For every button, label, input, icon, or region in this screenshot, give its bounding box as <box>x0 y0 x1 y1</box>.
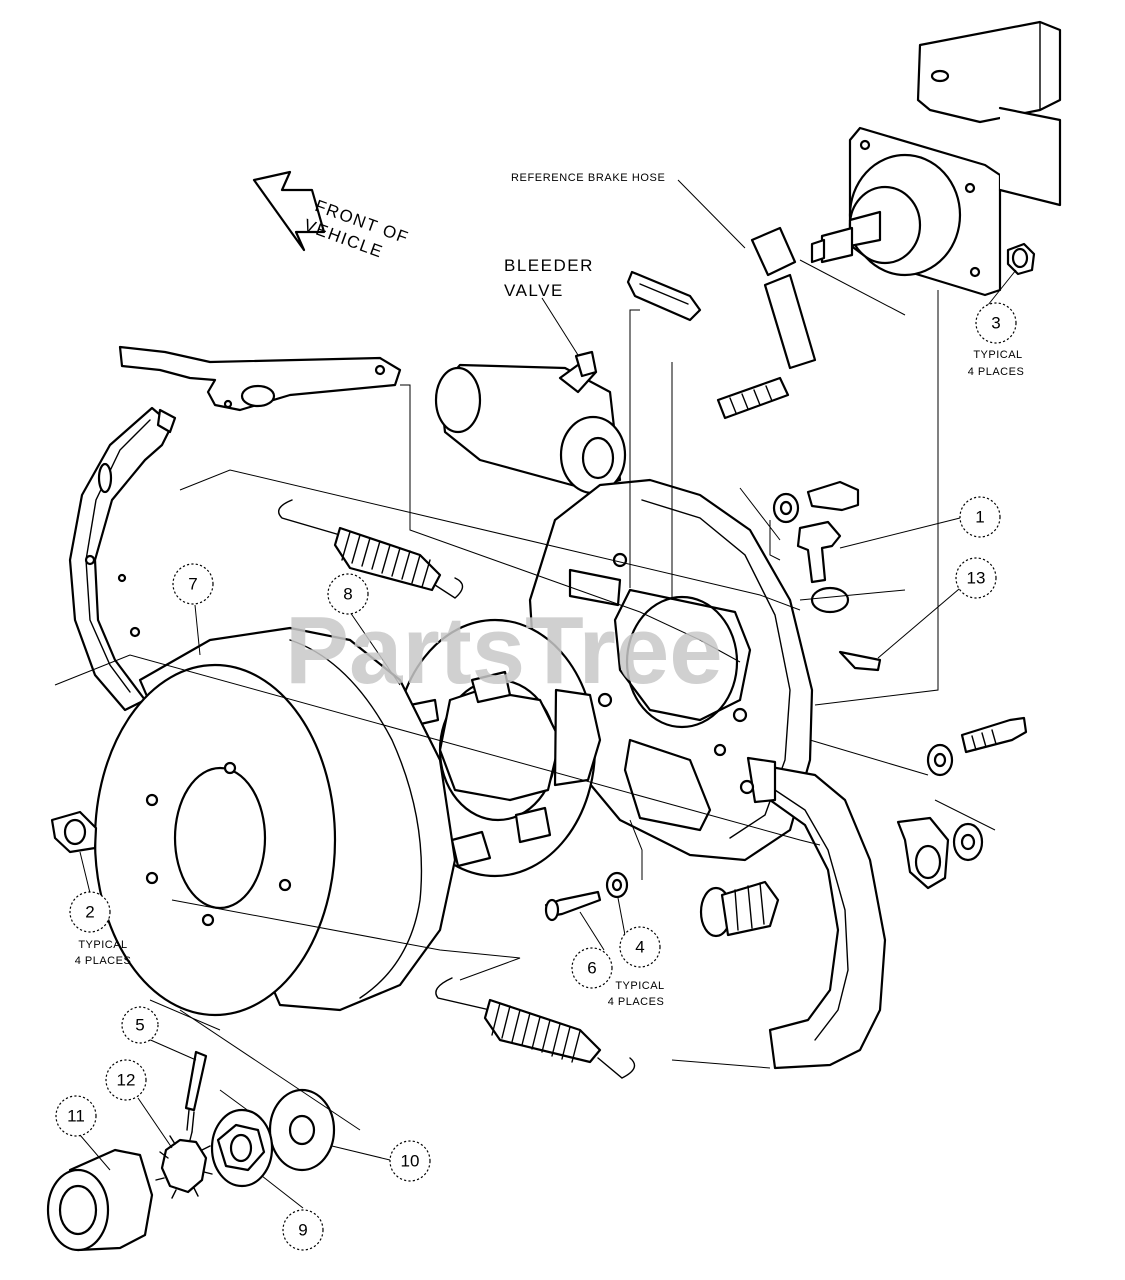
nut-retainer <box>155 1131 213 1199</box>
brake-hose <box>677 179 817 420</box>
callout-7: 7 <box>172 563 214 605</box>
svg-text:4 PLACES: 4 PLACES <box>968 366 1025 378</box>
washer-upper <box>772 492 800 524</box>
park-brake-lever <box>118 345 402 412</box>
front-of-vehicle-arrow <box>252 170 326 252</box>
svg-text:2: 2 <box>85 903 94 922</box>
svg-text:11: 11 <box>67 1107 85 1126</box>
bleeder-valve-label-line1: BLEEDER <box>504 256 594 275</box>
svg-text:5: 5 <box>135 1016 144 1035</box>
lower-spring <box>435 977 636 1079</box>
brake-shoe-right <box>739 756 887 1070</box>
callout-12: 12 <box>105 1059 147 1101</box>
dust-cap <box>46 1148 154 1252</box>
axle-nut <box>1006 242 1036 276</box>
brake-shoe-left <box>68 406 177 712</box>
washer-right <box>926 743 954 777</box>
watermark: PartsTree <box>285 597 723 704</box>
callout-11: 11 <box>55 1095 97 1137</box>
callout-4: 4 <box>619 926 661 968</box>
cup-washer <box>605 871 629 899</box>
reference-brake-hose-label: REFERENCE BRAKE HOSE <box>511 172 665 184</box>
svg-text:9: 9 <box>298 1221 307 1240</box>
shoe-clip <box>626 270 702 322</box>
cotter-pin <box>184 1050 208 1133</box>
svg-text:4: 4 <box>635 938 644 957</box>
bolt-upper <box>806 480 860 512</box>
callout-5: 5 <box>121 1006 159 1044</box>
backing-plate <box>528 478 814 862</box>
callout-1: 1 <box>959 496 1001 538</box>
flat-washer <box>268 1088 336 1172</box>
svg-text:TYPICAL: TYPICAL <box>78 939 127 951</box>
clevis-pin <box>796 520 850 614</box>
hold-down-pin <box>544 890 602 922</box>
svg-text:1: 1 <box>975 508 984 527</box>
svg-text:3: 3 <box>991 314 1000 333</box>
callout-8: 8 <box>327 573 369 615</box>
callout-leaders <box>79 269 1017 1209</box>
svg-text:TYPICAL: TYPICAL <box>615 980 664 992</box>
svg-text:7: 7 <box>188 575 197 594</box>
washer-cam <box>952 822 984 862</box>
axle-housing <box>799 20 1062 316</box>
svg-text:6: 6 <box>587 959 596 978</box>
upper-spring <box>278 499 464 599</box>
callout-13: 13 <box>955 557 997 599</box>
callout-6: 6 TYPICAL 4 PLACES <box>571 947 665 1008</box>
svg-text:4 PLACES: 4 PLACES <box>608 996 665 1008</box>
adjuster-cam <box>896 816 950 890</box>
svg-text:12: 12 <box>117 1071 136 1090</box>
svg-text:10: 10 <box>401 1152 420 1171</box>
hold-down-spring <box>699 880 780 938</box>
callout-2: 2 TYPICAL 4 PLACES <box>69 891 132 967</box>
callout-3: 3 TYPICAL 4 PLACES <box>968 302 1025 378</box>
spindle-nut <box>210 1108 274 1188</box>
svg-text:13: 13 <box>967 569 986 588</box>
front-of-vehicle-label: FRONT OF VEHICLE <box>301 196 411 262</box>
lug-nut <box>50 810 98 854</box>
bolt-right <box>960 716 1028 754</box>
svg-text:8: 8 <box>343 585 352 604</box>
cotter-key <box>838 650 882 672</box>
callout-9: 9 <box>282 1209 324 1251</box>
bleeder-valve-label-line2: VALVE <box>504 281 564 300</box>
assembly-lines <box>54 290 996 1131</box>
svg-text:TYPICAL: TYPICAL <box>973 349 1022 361</box>
svg-text:4 PLACES: 4 PLACES <box>75 955 132 967</box>
wheel-cylinder <box>434 297 627 495</box>
callout-10: 10 <box>389 1140 431 1182</box>
